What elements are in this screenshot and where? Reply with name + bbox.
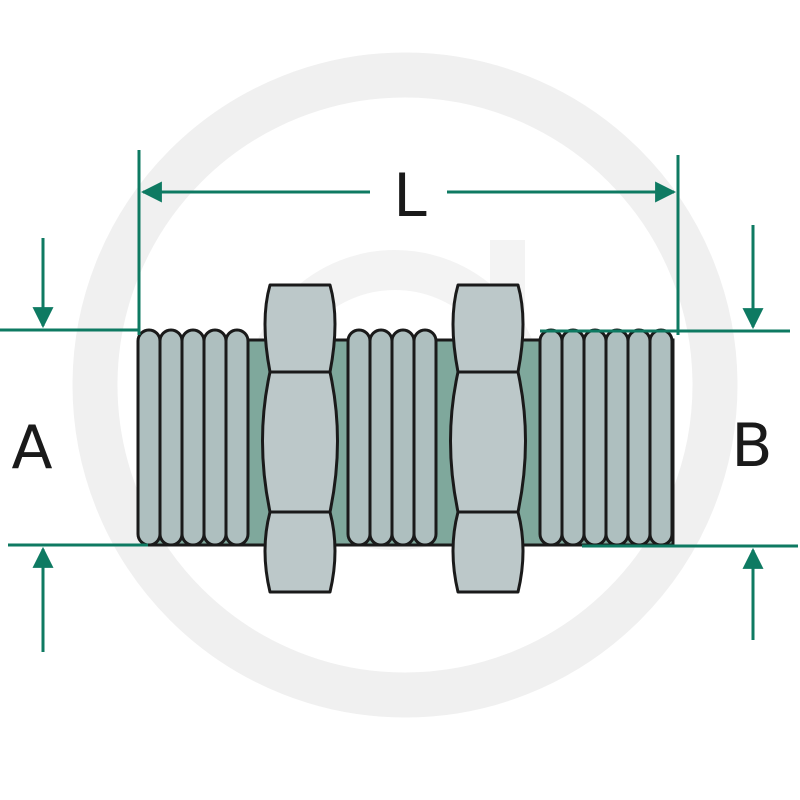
b-label: B (731, 411, 772, 481)
hex-nut-left (261, 283, 339, 594)
hex-nut-right (449, 283, 527, 594)
dimension-length (137, 150, 680, 335)
thread-left (136, 328, 250, 547)
dimension-b (540, 225, 798, 640)
length-label: L (393, 161, 427, 231)
dimension-a (0, 238, 148, 652)
a-label: A (11, 413, 52, 483)
thread-right (538, 328, 674, 547)
thread-middle (346, 328, 438, 547)
